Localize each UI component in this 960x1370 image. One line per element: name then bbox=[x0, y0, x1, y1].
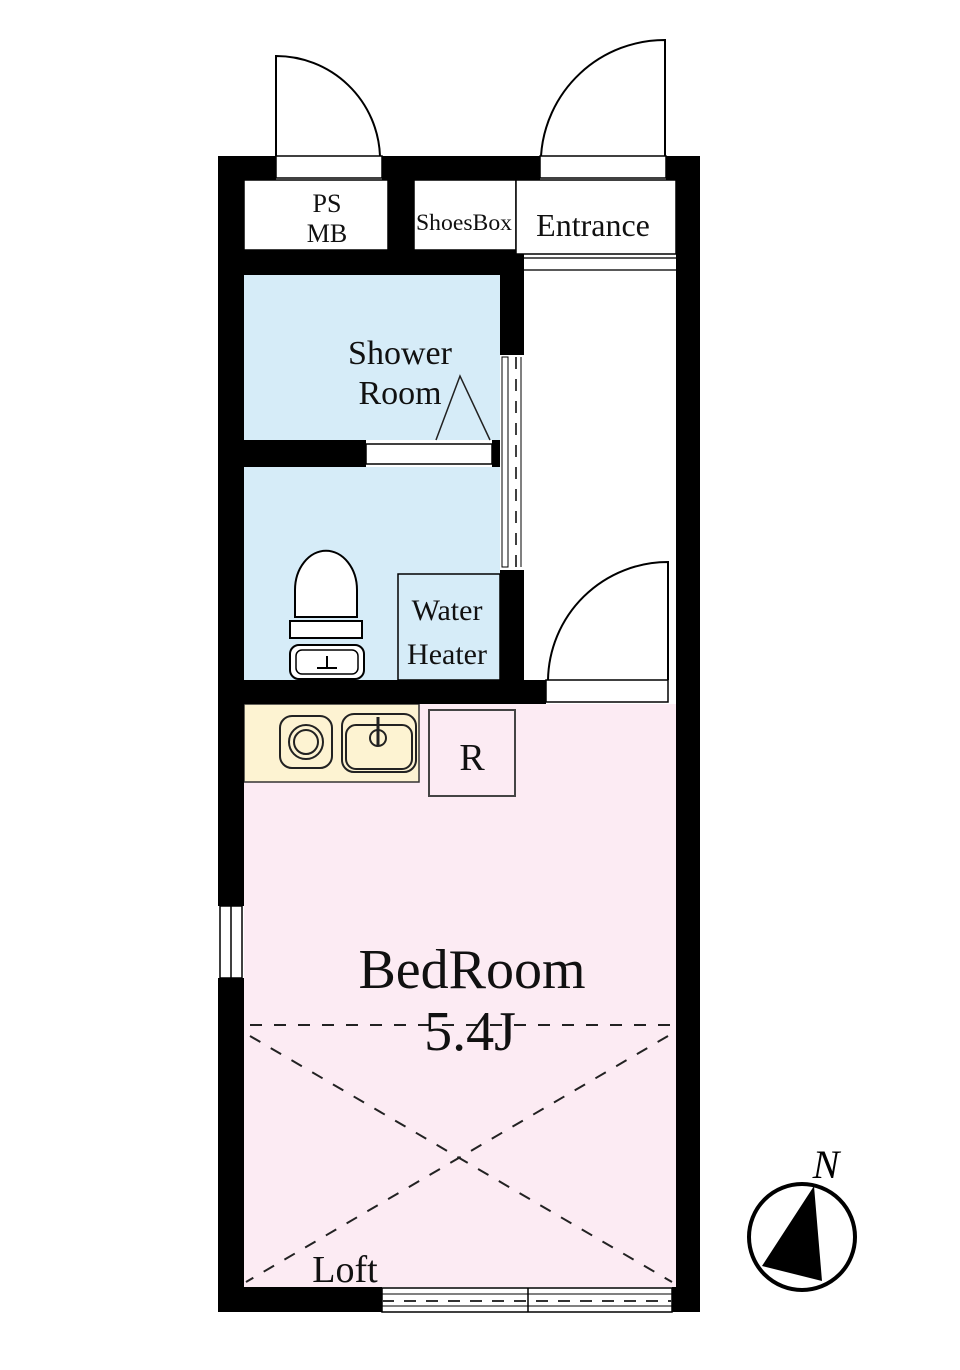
water-heater-box bbox=[397, 573, 501, 681]
toilet-icon bbox=[289, 549, 365, 680]
wc-sliding-door[interactable] bbox=[500, 355, 524, 570]
ps-door[interactable] bbox=[275, 54, 383, 179]
refrigerator-space bbox=[428, 709, 516, 797]
bedroom-fill bbox=[244, 704, 676, 1287]
walls bbox=[218, 156, 700, 1312]
sink-icon bbox=[341, 713, 417, 773]
refrigerator-label: R bbox=[459, 737, 485, 779]
water-label: Water bbox=[412, 594, 483, 627]
entrance-label: Entrance bbox=[536, 207, 650, 243]
bedroom-label: BedRoom bbox=[358, 939, 585, 1001]
shower-room-fill bbox=[244, 275, 500, 440]
bedroom-size: 5.4J bbox=[424, 1001, 516, 1063]
shower-room-label: Shower bbox=[348, 335, 453, 372]
side-window[interactable] bbox=[219, 905, 243, 979]
entrance-door[interactable] bbox=[539, 38, 667, 179]
shower-fixture-icon bbox=[435, 374, 491, 441]
ps-mb-closet bbox=[243, 179, 389, 251]
shower-door[interactable] bbox=[365, 443, 493, 465]
north-label: N bbox=[812, 1142, 842, 1187]
stove-icon bbox=[279, 715, 333, 769]
ps-label: PS bbox=[313, 189, 342, 218]
entrance-area bbox=[515, 179, 677, 255]
bottom-sliding-window[interactable] bbox=[381, 1287, 673, 1313]
room-label: Room bbox=[358, 375, 441, 412]
mb-label: MB bbox=[307, 219, 347, 248]
shoes-box-label: ShoesBox bbox=[416, 210, 513, 235]
loft-outline bbox=[245, 1024, 673, 1283]
heater-label: Heater bbox=[407, 638, 487, 671]
north-compass-icon: N bbox=[747, 1142, 857, 1292]
bedroom-door[interactable] bbox=[545, 560, 669, 703]
loft-label: Loft bbox=[312, 1249, 378, 1291]
